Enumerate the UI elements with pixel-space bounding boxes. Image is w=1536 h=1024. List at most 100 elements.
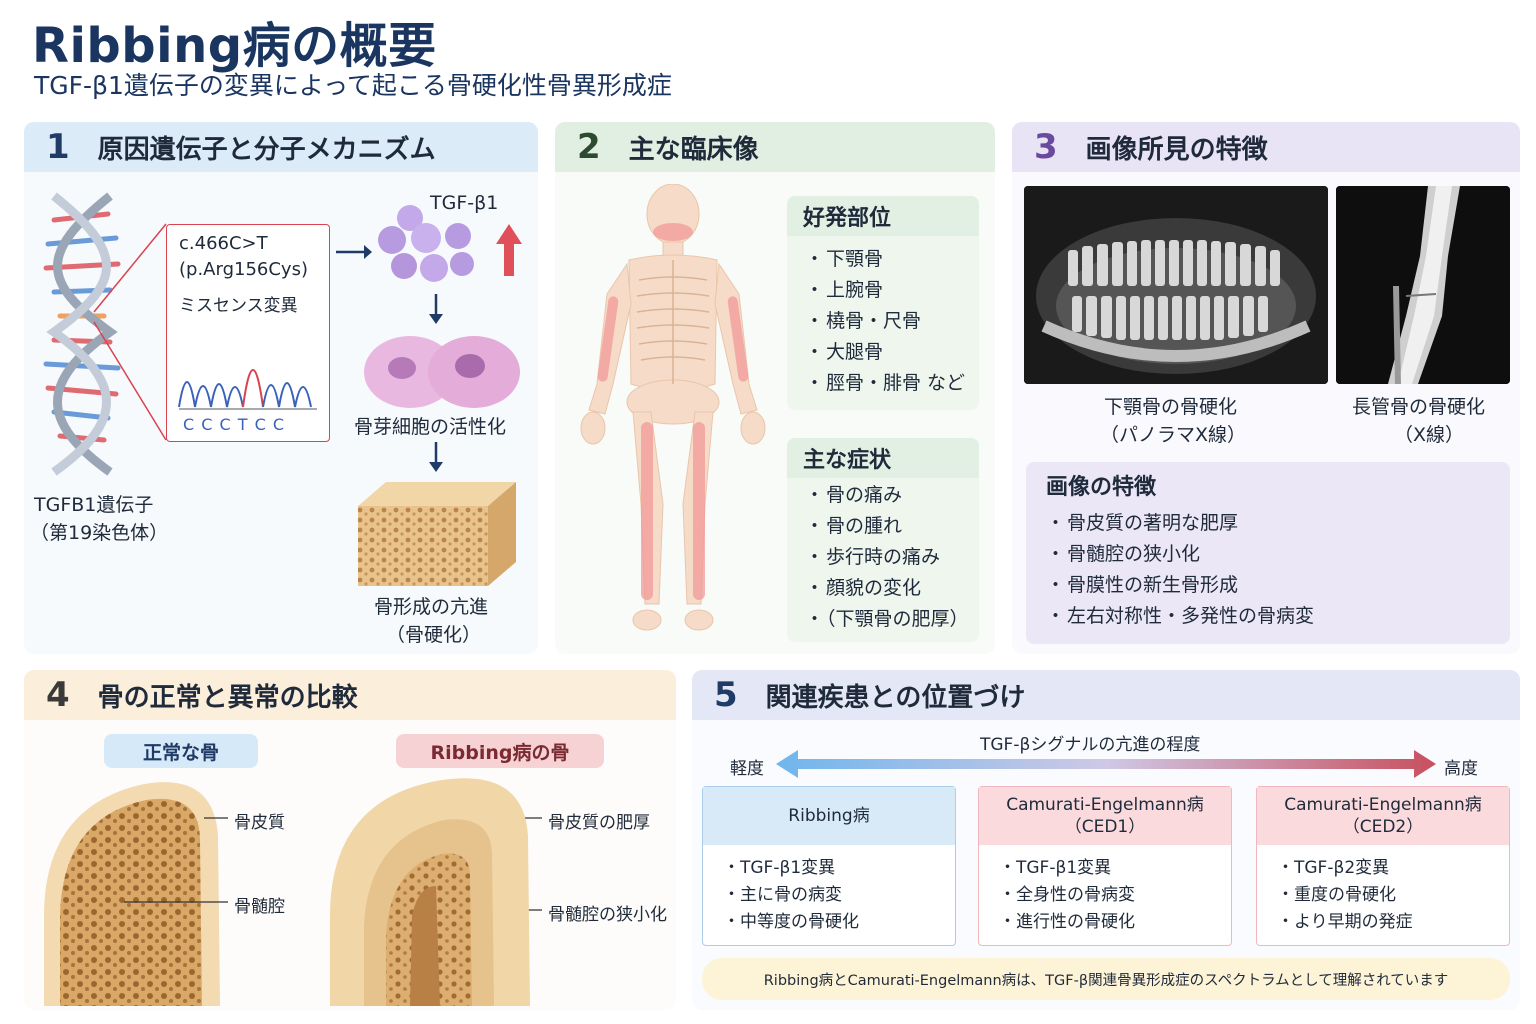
symptom-item: 骨の腫れ	[805, 511, 979, 542]
skeleton-figure-icon	[580, 184, 766, 631]
arrow-down-icon	[429, 294, 443, 324]
axis-high-label: 高度	[1444, 759, 1478, 779]
xray1-caption: 下顎骨の骨硬化	[1104, 396, 1238, 418]
bone-block-icon	[358, 482, 516, 586]
disease-name: Camurati-Engelmann病	[1284, 795, 1482, 815]
mutation-protein: (p.Arg156Cys)	[179, 259, 308, 280]
bone-formation-label: 骨形成の亢進	[374, 596, 489, 618]
predilection-sites-box: 好発部位 下顎骨 上腕骨 橈骨・尺骨 大腿骨 脛骨・腓骨 など	[787, 196, 979, 410]
disease-item: TGF-β1変異	[999, 855, 1231, 882]
chromatogram-icon	[178, 369, 317, 410]
panel-header: 3 画像所見の特徴	[1012, 122, 1520, 172]
disease-item: 重度の骨硬化	[1277, 882, 1509, 909]
disease-item: TGF-β1変異	[723, 855, 955, 882]
panel-related-diseases: 5 関連疾患との位置づけ TGF-βシグナルの亢進の程度 軽度 高度 Ribbi…	[692, 670, 1520, 1010]
mutation-type: ミスセンス変異	[179, 296, 298, 316]
long-bone-xray-image	[1336, 186, 1510, 384]
features-title: 画像の特徴	[1046, 475, 1157, 500]
arrow-down-icon	[429, 442, 443, 472]
site-item: 下顎骨	[805, 244, 979, 275]
xray1-method: （パノラマX線）	[1100, 424, 1247, 446]
osteoblast-label: 骨芽細胞の活性化	[354, 416, 507, 438]
increase-arrow-icon	[496, 224, 522, 276]
page-title: Ribbing病の概要	[32, 18, 437, 74]
page-subtitle: TGF-β1遺伝子の変異によって起こる骨硬化性骨異形成症	[34, 71, 672, 100]
panel-header: 1 原因遺伝子と分子メカニズム	[24, 122, 538, 172]
disease-box-ced2: Camurati-Engelmann病 （CED2） TGF-β2変異 重度の骨…	[1256, 786, 1510, 946]
xray2-caption: 長管骨の骨硬化	[1352, 396, 1486, 418]
bone-sclerosis-label: （骨硬化）	[386, 624, 482, 646]
disease-name: Ribbing病	[788, 806, 870, 826]
feature-item: 骨髄腔の狭小化	[1046, 539, 1510, 570]
normal-cortex-label: 骨皮質	[234, 813, 285, 833]
disease-item: TGF-β2変異	[1277, 855, 1509, 882]
panel-title: 主な臨床像	[628, 134, 759, 165]
panel-title: 画像所見の特徴	[1085, 134, 1268, 165]
thick-cortex-label: 骨皮質の肥厚	[548, 813, 650, 833]
disease-header: Camurati-Engelmann病 （CED1）	[979, 787, 1231, 845]
panel-number: 4	[46, 675, 70, 715]
spectrum-note: Ribbing病とCamurati-Engelmann病は、TGF-β関連骨異形…	[702, 958, 1510, 1000]
gene-name: TGFB1遺伝子	[34, 494, 154, 516]
axis-title: TGF-βシグナルの亢進の程度	[980, 735, 1201, 755]
panel-title: 骨の正常と異常の比較	[97, 682, 358, 713]
symptoms-box: 主な症状 骨の痛み 骨の腫れ 歩行時の痛み 顔貌の変化 （下顎骨の肥厚）	[787, 438, 979, 642]
protein-label: TGF-β1	[430, 192, 499, 214]
panel-header: 4 骨の正常と異常の比較	[24, 670, 676, 720]
symptom-item-note: （下顎骨の肥厚）	[805, 604, 979, 635]
disease-box-ribbing: Ribbing病 TGF-β1変異 主に骨の病変 中等度の骨硬化	[702, 786, 956, 946]
disease-header: Ribbing病	[703, 787, 955, 845]
panel-imaging-findings: 3 画像所見の特徴	[1012, 122, 1520, 654]
symptoms-title: 主な症状	[787, 438, 979, 478]
normal-marrow-label: 骨髄腔	[234, 897, 285, 917]
sclerotic-bone-icon	[330, 778, 530, 1006]
panel-clinical-features: 2 主な臨床像	[555, 122, 995, 654]
disease-subtype: （CED1）	[1064, 817, 1146, 837]
imaging-features-box: 画像の特徴 骨皮質の著明な肥厚 骨髄腔の狭小化 骨膜性の新生骨形成 左右対称性・…	[1026, 462, 1510, 644]
gene-chromosome: （第19染色体）	[30, 522, 169, 544]
mutation-connector	[93, 223, 167, 441]
mutation-cdna: c.466C>T	[179, 233, 268, 254]
disease-name: Camurati-Engelmann病	[1006, 795, 1204, 815]
disease-header: Camurati-Engelmann病 （CED2）	[1257, 787, 1509, 845]
panel-header: 2 主な臨床像	[555, 122, 995, 172]
site-item: 上腕骨	[805, 275, 979, 306]
disease-box-ced1: Camurati-Engelmann病 （CED1） TGF-β1変異 全身性の…	[978, 786, 1232, 946]
osteoblast-icon	[364, 336, 520, 408]
feature-item: 左右対称性・多発性の骨病変	[1046, 601, 1510, 632]
arrow-right-icon	[336, 245, 372, 259]
panel-number: 3	[1034, 127, 1058, 167]
site-item: 脛骨・腓骨 など	[805, 368, 979, 399]
narrow-marrow-label: 骨髄腔の狭小化	[548, 905, 667, 925]
xray2-method: （X線）	[1394, 424, 1465, 446]
disease-item: 中等度の骨硬化	[723, 909, 955, 936]
feature-item: 骨膜性の新生骨形成	[1046, 570, 1510, 601]
panel-number: 5	[714, 675, 738, 715]
panel-molecular-mechanism: 1 原因遺伝子と分子メカニズム c.466C>T (p.Arg156Cys) ミ…	[24, 122, 538, 654]
disease-item: 全身性の骨病変	[999, 882, 1231, 909]
normal-bone-label: 正常な骨	[104, 734, 258, 768]
disease-item: 進行性の骨硬化	[999, 909, 1231, 936]
panel-header: 5 関連疾患との位置づけ	[692, 670, 1520, 720]
disease-item: 主に骨の病変	[723, 882, 955, 909]
mutation-box: c.466C>T (p.Arg156Cys) ミスセンス変異 C C C T C…	[166, 224, 330, 442]
panel-number: 1	[46, 127, 70, 167]
dna-helix-icon	[43, 192, 121, 476]
panoramic-xray-image	[1024, 186, 1328, 384]
disease-item: より早期の発症	[1277, 909, 1509, 936]
axis-low-label: 軽度	[730, 759, 764, 779]
tgf-protein-icon	[378, 205, 474, 282]
symptom-item: 歩行時の痛み	[805, 542, 979, 573]
abnormal-bone-label: Ribbing病の骨	[396, 734, 604, 768]
site-item: 橈骨・尺骨	[805, 306, 979, 337]
panel-bone-comparison: 4 骨の正常と異常の比較 正常な骨 Ribbing病の骨 骨皮質 骨髄腔	[24, 670, 676, 1010]
sites-title: 好発部位	[787, 196, 979, 236]
feature-item: 骨皮質の著明な肥厚	[1046, 508, 1510, 539]
symptom-item: 顔貌の変化	[805, 573, 979, 604]
panel-number: 2	[577, 127, 601, 167]
panel-title: 原因遺伝子と分子メカニズム	[97, 134, 436, 165]
dna-sequence: C C C T C C	[183, 415, 286, 434]
panel-title: 関連疾患との位置づけ	[765, 682, 1026, 713]
site-item: 大腿骨	[805, 337, 979, 368]
severity-gradient-arrow	[776, 750, 1436, 778]
